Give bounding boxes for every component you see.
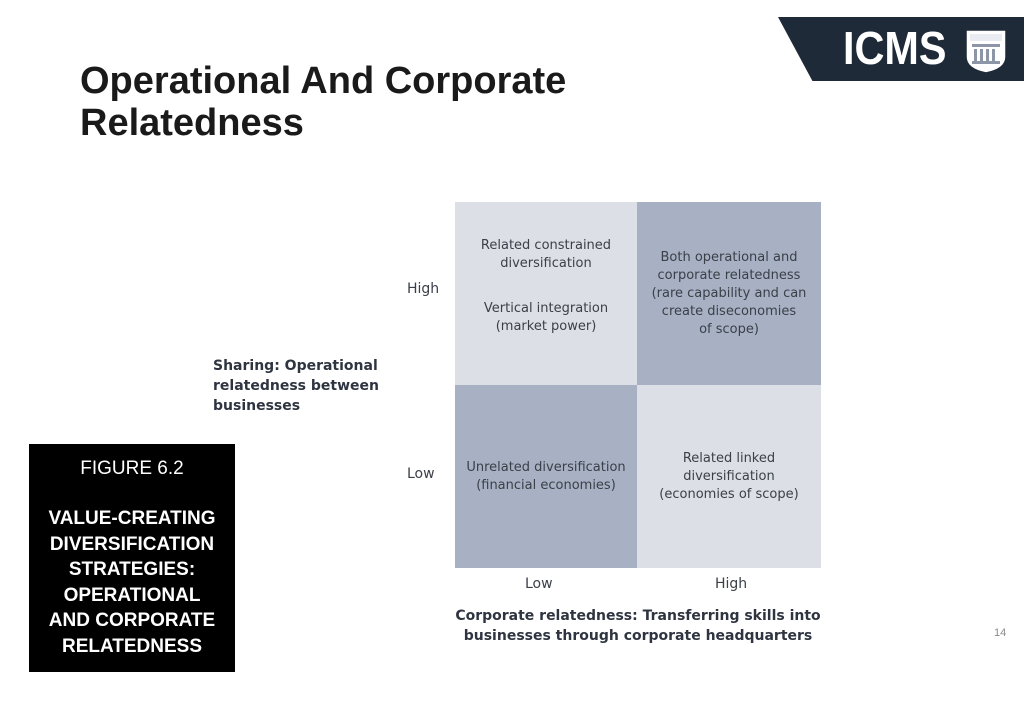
cell-text-vertical-integration: Vertical integration (market power) (483, 300, 609, 334)
slide-title: Operational And Corporate Relatedness (80, 60, 567, 144)
cell-high-operational-high-corporate: Both operational and corporate relatedne… (637, 202, 821, 385)
figure-number: FIGURE 6.2 (80, 458, 184, 479)
cell-text-unrelated: Unrelated diversification (financial eco… (466, 459, 626, 493)
cell-high-operational-low-corporate: Related constrained diversification Vert… (455, 202, 637, 385)
page-number: 14 (994, 627, 1007, 639)
crest-icon (965, 29, 1007, 74)
figure-caption-box: FIGURE 6.2 VALUE-CREATING DIVERSIFICATIO… (29, 444, 235, 672)
cell-low-operational-high-corporate: Related linked diversification (economie… (637, 385, 821, 568)
y-axis-label: Sharing: Operational relatedness between… (213, 358, 379, 414)
y-tick-low: Low (407, 466, 435, 482)
cell-text-both-relatedness: Both operational and corporate relatedne… (651, 249, 807, 337)
cell-low-operational-low-corporate: Unrelated diversification (financial eco… (455, 385, 637, 568)
y-tick-high: High (407, 281, 440, 297)
cell-text-related-linked: Related linked diversification (economie… (659, 450, 799, 502)
logo-text: ICMS (843, 22, 947, 74)
x-axis-label: Corporate relatedness: Transferring skil… (455, 608, 821, 644)
figure-caption: VALUE-CREATING DIVERSIFICATION STRATEGIE… (48, 508, 216, 657)
x-tick-high: High (715, 576, 748, 592)
cell-text-related-constrained: Related constrained diversification (480, 238, 612, 272)
relatedness-matrix: Related constrained diversification Vert… (455, 202, 821, 568)
x-tick-low: Low (525, 576, 553, 592)
